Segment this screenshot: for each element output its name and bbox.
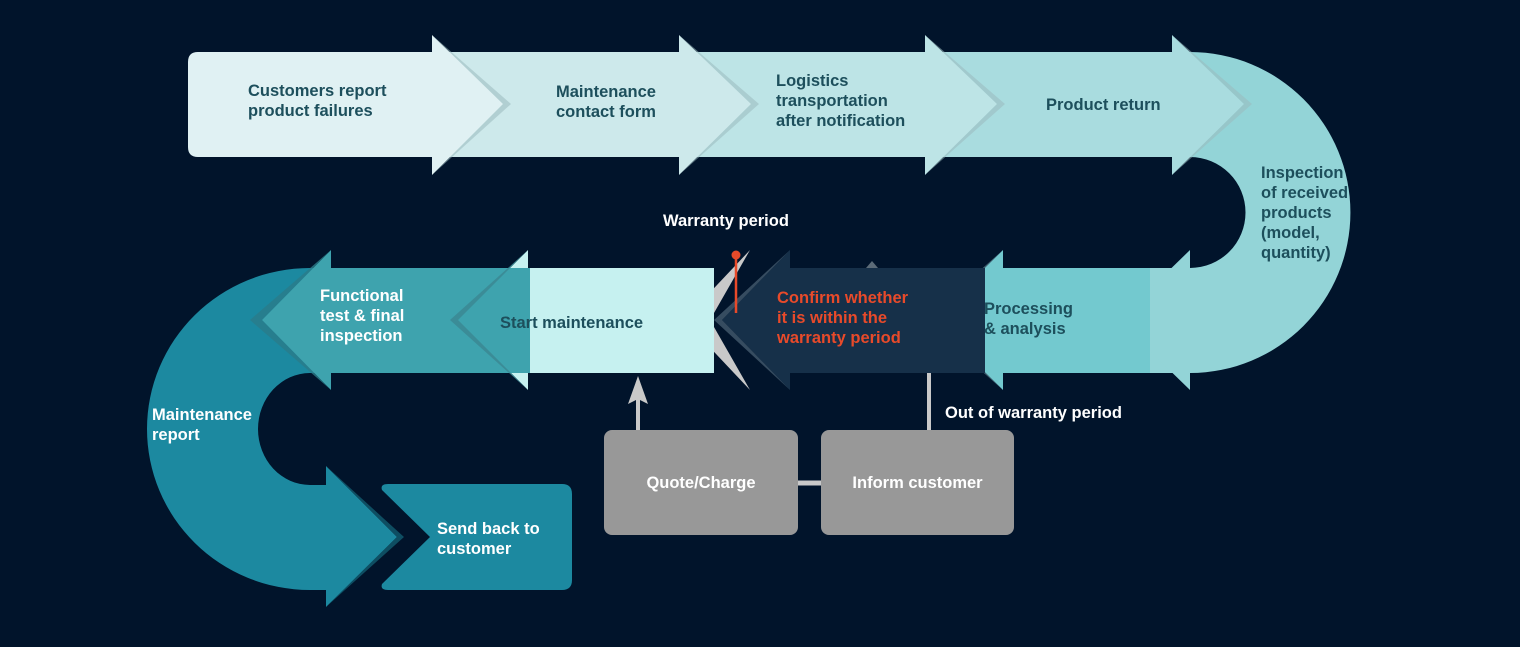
product-return-arrow — [930, 35, 1244, 175]
step-processing: Processing & analysis — [984, 300, 1073, 338]
step-inspection: Inspection of received products (model, … — [1261, 164, 1349, 262]
processing-arrow — [932, 250, 1150, 390]
quote-charge-box — [604, 430, 798, 535]
arrow-up-icon — [628, 376, 648, 404]
step-start-maintenance: Start maintenance — [500, 314, 644, 332]
contact-form-arrow — [440, 35, 751, 175]
logistics-arrow — [690, 35, 997, 175]
inspection-arrow-head — [1118, 250, 1190, 390]
step-functional-test: Functional test & final inspection — [320, 287, 405, 345]
maintenance-report-curve — [147, 268, 397, 607]
send-back-box — [381, 484, 572, 590]
step-customers-report: Customers report product failures — [248, 82, 387, 120]
step-logistics: Logistics transportation after notificat… — [776, 72, 906, 130]
inspection-uturn-shape — [1190, 52, 1351, 373]
warranty-period-label: Warranty period — [663, 212, 789, 230]
step-quote-charge: Quote/Charge — [646, 474, 756, 492]
out-of-warranty-label: Out of warranty period — [945, 404, 1122, 422]
step-contact-form: Maintenance contact form — [556, 83, 656, 121]
step-inform-customer: Inform customer — [852, 474, 983, 492]
step-maintenance-report: Maintenance report — [152, 406, 252, 444]
step-send-back: Send back to customer — [437, 520, 540, 558]
step-confirm-warranty: Confirm whether it is within the warrant… — [777, 289, 909, 347]
confirm-warranty-arrow — [722, 250, 985, 390]
confirm-top-notch — [866, 261, 878, 268]
customers-report-arrow — [188, 35, 503, 175]
step-product-return: Product return — [1046, 96, 1161, 114]
warranty-pin-head — [731, 250, 741, 260]
inform-customer-box — [821, 430, 1014, 535]
functional-test-arrow — [262, 250, 530, 390]
